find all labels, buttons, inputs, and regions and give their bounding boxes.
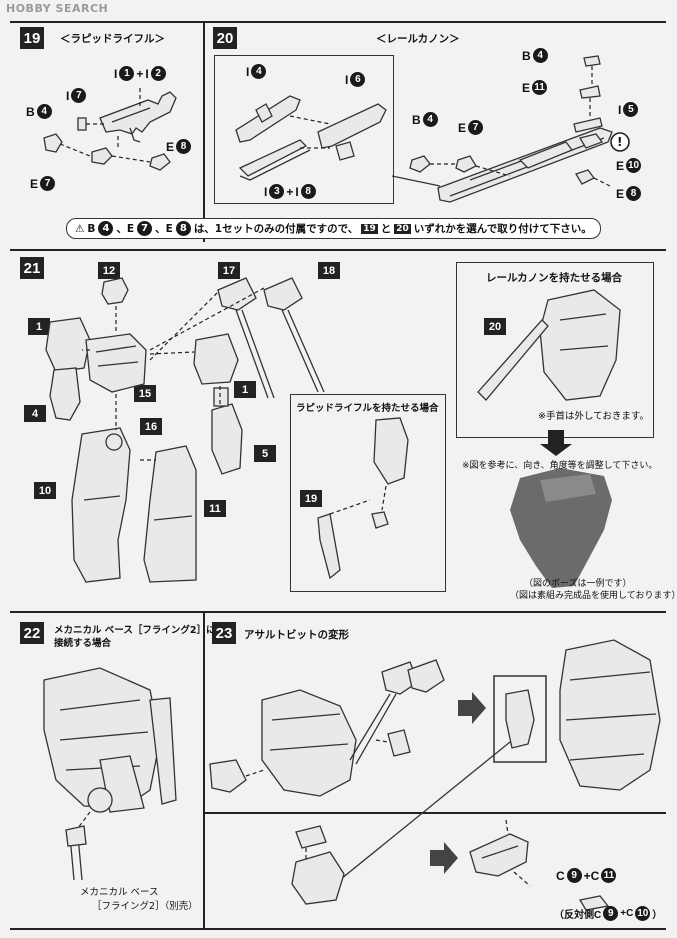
part-15: 15 bbox=[134, 385, 156, 402]
divider-22-23 bbox=[203, 612, 205, 928]
step-19-number: 19 bbox=[20, 27, 44, 49]
step-21-number: 21 bbox=[20, 257, 44, 279]
step-23-title: アサルトビットの変形 bbox=[244, 629, 349, 641]
part-18: 18 bbox=[318, 262, 340, 279]
part-4: 4 bbox=[24, 405, 46, 422]
part-1-arm: 1 bbox=[234, 381, 256, 398]
base-caption-1: メカニカル ベース bbox=[80, 887, 159, 898]
warning-icon: ⚠ bbox=[75, 222, 85, 235]
part-5: 5 bbox=[254, 445, 276, 462]
exclamation-mark: ! bbox=[617, 135, 623, 149]
divider-23-inner bbox=[204, 812, 666, 814]
photo-caption-1: （図のポーズは一例です） bbox=[524, 579, 632, 589]
step-22-title-line2: 接続する場合 bbox=[54, 638, 112, 649]
photo-caption-2: （図は素組み完成品を使用しております） bbox=[510, 591, 677, 601]
part-11: 11 bbox=[204, 500, 226, 517]
base-caption-2: ［フライング2］（別売） bbox=[92, 901, 198, 912]
part-16: 16 bbox=[140, 418, 162, 435]
part-1-torso: 1 bbox=[28, 318, 50, 335]
step-20-number: 20 bbox=[213, 27, 237, 49]
part-20: 20 bbox=[484, 318, 506, 335]
step-22-number: 22 bbox=[20, 622, 44, 644]
reference-note: ※図を参考に、向き、角度等を調整して下さい。 bbox=[462, 461, 658, 471]
railcannon-box-title: レールカノンを持たせる場合 bbox=[486, 272, 623, 284]
divider-step21 bbox=[10, 249, 666, 251]
watermark: HOBBY SEARCH bbox=[6, 2, 109, 15]
step-19-title: ＜ラピッドライフル＞ bbox=[60, 33, 165, 45]
step-23-number: 23 bbox=[212, 622, 236, 644]
part-17: 17 bbox=[218, 262, 240, 279]
step-20-title: ＜レールカノン＞ bbox=[376, 33, 460, 45]
divider-19-20 bbox=[203, 22, 205, 242]
rapid-rifle-box-title: ラピッドライフルを持たせる場合 bbox=[296, 403, 439, 414]
railcannon-note: ※手首は外しておきます。 bbox=[538, 411, 649, 422]
divider-step22 bbox=[10, 611, 666, 613]
divider-bottom bbox=[10, 928, 666, 930]
part-12: 12 bbox=[98, 262, 120, 279]
part-19: 19 bbox=[300, 490, 322, 507]
part-10: 10 bbox=[34, 482, 56, 499]
step-22-title-line1: メカニカル ベース［フライング2］に bbox=[54, 625, 216, 636]
divider-top bbox=[10, 21, 666, 23]
